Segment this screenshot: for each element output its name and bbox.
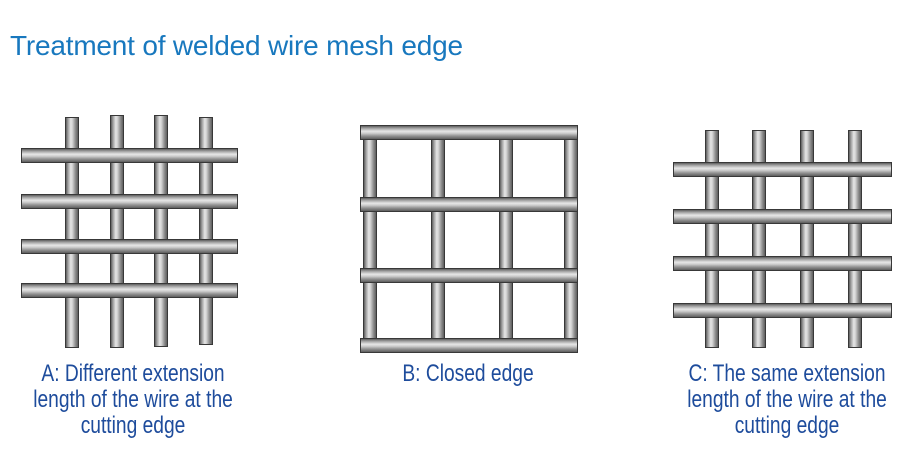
caption-a-line-1: A: Different extension bbox=[41, 360, 225, 387]
horizontal-wire bbox=[21, 194, 238, 209]
mesh-diagram-b bbox=[360, 125, 578, 353]
horizontal-wire bbox=[21, 283, 238, 298]
vertical-wire bbox=[705, 130, 719, 348]
caption-c-line-2: length of the wire at the bbox=[687, 386, 887, 413]
vertical-wire bbox=[363, 125, 377, 353]
caption-a: A: Different extension length of the wir… bbox=[21, 361, 245, 439]
vertical-wire bbox=[564, 125, 578, 353]
caption-a-line-3: cutting edge bbox=[80, 412, 186, 439]
horizontal-wire bbox=[21, 148, 238, 163]
caption-b: B: Closed edge bbox=[356, 361, 580, 387]
mesh-diagram-a bbox=[21, 115, 238, 348]
caption-c: C: The same extension length of the wire… bbox=[675, 361, 899, 439]
caption-a-line-2: length of the wire at the bbox=[33, 386, 233, 413]
horizontal-wire bbox=[673, 256, 892, 271]
vertical-wire bbox=[499, 125, 513, 353]
horizontal-wire bbox=[673, 303, 892, 318]
caption-b-line-1: B: Closed edge bbox=[402, 360, 534, 387]
horizontal-wire bbox=[360, 125, 578, 140]
vertical-wire bbox=[800, 130, 814, 348]
horizontal-wire bbox=[360, 197, 578, 212]
vertical-wire bbox=[431, 125, 445, 353]
caption-c-line-3: cutting edge bbox=[734, 412, 840, 439]
horizontal-wire bbox=[673, 162, 892, 177]
horizontal-wire bbox=[21, 239, 238, 254]
mesh-diagram-c bbox=[673, 130, 892, 348]
vertical-wire bbox=[848, 130, 862, 348]
horizontal-wire bbox=[673, 209, 892, 224]
horizontal-wire bbox=[360, 268, 578, 283]
vertical-wire bbox=[752, 130, 766, 348]
page-title: Treatment of welded wire mesh edge bbox=[10, 30, 463, 61]
caption-c-line-1: C: The same extension bbox=[688, 360, 886, 387]
horizontal-wire bbox=[360, 338, 578, 353]
